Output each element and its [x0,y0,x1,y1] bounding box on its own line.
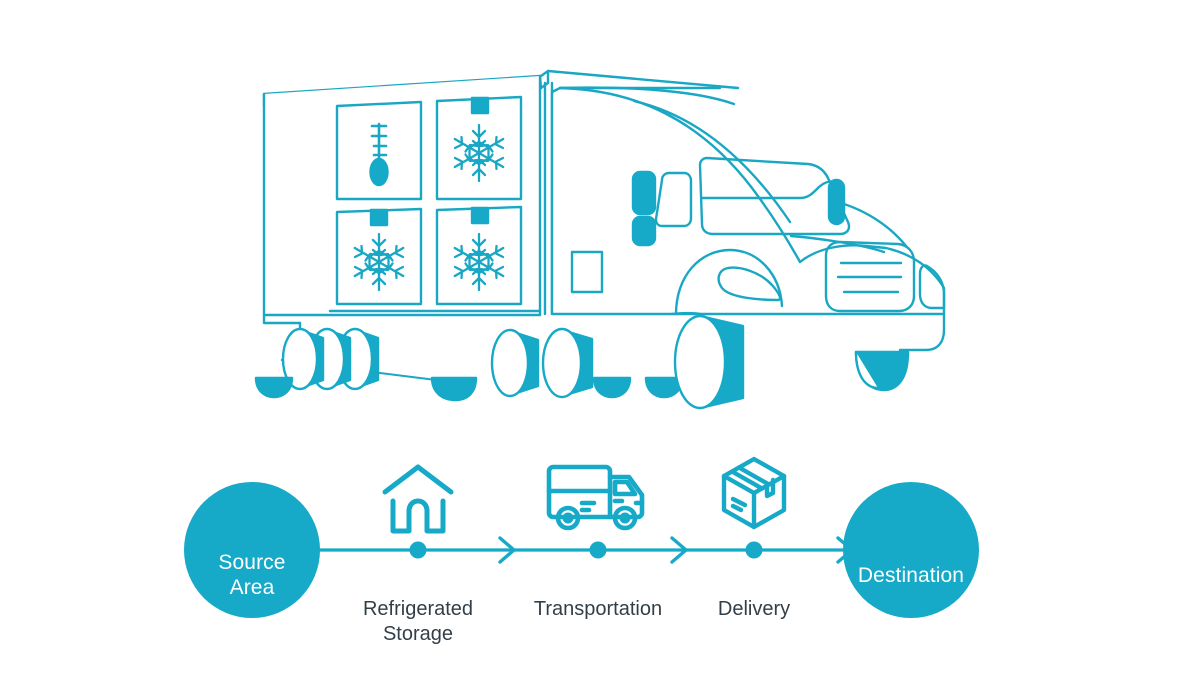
snowflake-icon [453,232,505,292]
compartment-panel-snowflake-3 [435,205,523,306]
source-area-label: Source Area [218,551,286,599]
compartment-panel-snowflake-2 [335,207,423,306]
truck-grille [824,240,916,313]
warehouse-home-icon[interactable] [382,464,454,534]
trailer-middle-wheel [490,328,540,398]
destination-label-wrap: Destination [841,538,981,588]
delivery-truck-icon[interactable] [546,464,645,531]
flow-dot-delivery[interactable] [745,541,763,559]
cab-front-wheel [673,314,745,410]
flow-arrow-icon [498,536,516,564]
step-label-refrigerated-storage: Refrigerated Storage [362,598,474,645]
side-mirror [631,170,657,247]
step-label-transportation: Transportation [533,598,663,620]
process-flow [0,440,1200,686]
flow-dot-transportation[interactable] [589,541,607,559]
flow-dot-refrigerated-storage[interactable] [409,541,427,559]
refrigerated-truck-svg [254,69,946,410]
step-label-wrap-transportation: Transportation [508,572,688,622]
compartment-panel-snowflake-1 [435,95,523,201]
destination-label: Destination [857,564,965,587]
package-box-icon[interactable] [721,456,787,530]
destination-node[interactable] [843,482,979,618]
windshield [698,156,851,236]
compartment-panel-thermometer [335,100,423,201]
snowflake-icon [453,123,505,183]
step-label-delivery: Delivery [717,598,791,620]
thermometer-icon [370,122,388,164]
flow-connector-line [318,536,854,564]
process-flow-svg [184,456,979,618]
flow-arrow-icon [670,536,688,564]
tractor-rear-wheel [541,327,594,399]
trailer-rear-wheels [281,327,380,391]
step-label-wrap-delivery: Delivery [684,572,824,622]
cab-side-window [654,171,693,228]
flow-arrow-icon [836,536,854,564]
truck-illustration [254,69,946,410]
source-area-node[interactable] [184,482,320,618]
snowflake-icon [353,232,405,292]
step-label-wrap-refrigerated-storage: Refrigerated Storage [328,572,508,647]
truck-cab [550,86,946,352]
source-area-label-wrap: Source Area [182,525,322,600]
